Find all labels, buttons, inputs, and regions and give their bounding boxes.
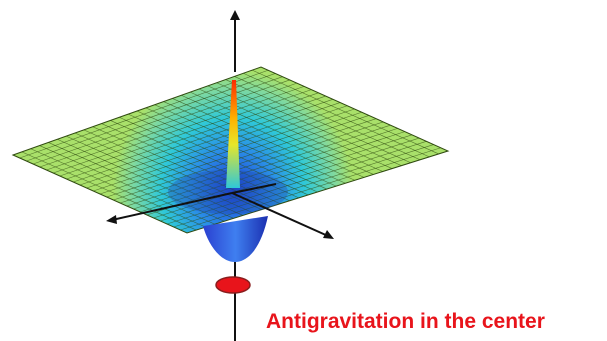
grid-line [173,144,434,228]
grid-line [180,147,441,231]
grid-line [53,86,305,174]
grid-line [113,115,369,201]
grid-line [146,131,405,216]
grid-line [39,79,290,168]
grid-line [140,128,398,213]
grid-line [93,105,348,192]
grid-line [46,82,298,171]
grid-line [99,108,355,195]
axis-left [111,192,233,221]
funnel-shading [168,170,288,214]
central-spike [226,80,240,188]
grid-line [153,134,413,219]
grid-line [86,102,341,189]
grid-line [133,124,391,210]
grid-line [119,118,377,204]
axis-left-arrowhead [106,215,117,224]
grid-line [126,121,384,207]
grid-line [73,95,326,183]
grid-line [66,92,319,180]
grid-line [79,99,334,186]
grid-line [59,89,312,177]
grid-line [32,76,283,165]
axis-right [231,192,329,237]
grid-line [19,69,269,159]
gravity-well-bottom [203,216,268,262]
grid-line [166,141,427,225]
axis-back [231,183,277,194]
caption-text: Antigravitation in the center [266,310,545,333]
vertical-axis-arrowhead [230,10,240,20]
axis-right-arrowhead [323,230,334,239]
grid-line [160,137,420,222]
bottom-disc [215,276,251,294]
